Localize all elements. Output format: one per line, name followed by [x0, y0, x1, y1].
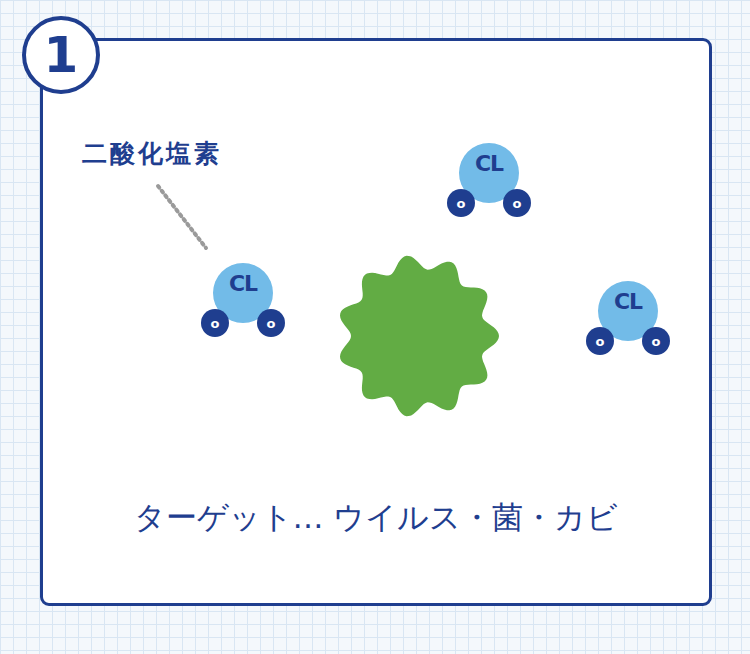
oxygen-atom: o — [447, 189, 475, 217]
atom-letter: o — [513, 197, 522, 210]
molecule-label: 二酸化塩素 — [82, 139, 222, 169]
frame-ground — [40, 38, 712, 606]
atom-letter: o — [596, 335, 605, 348]
atom-letter: o — [652, 335, 661, 348]
callout-number-text: 1 — [44, 30, 79, 80]
oxygen-atom: o — [503, 189, 531, 217]
oxygen-atom: o — [586, 327, 614, 355]
chlorine-dioxide-molecule: CLoo — [213, 263, 273, 323]
molecule-letters: CL — [614, 291, 642, 341]
molecule-letters: CL — [475, 153, 503, 203]
target-text: ターゲット… ウイルス・菌・カビ — [43, 499, 709, 536]
chlorine-dioxide-molecule: CLoo — [459, 143, 519, 203]
target-germ — [340, 256, 499, 416]
oxygen-atom: o — [257, 309, 285, 337]
leader-line — [158, 186, 206, 248]
callout-number: 1 — [22, 16, 100, 94]
oxygen-atom: o — [201, 309, 229, 337]
atom-letter: o — [211, 317, 220, 330]
atom-letter: o — [457, 197, 466, 210]
molecule-letters: CL — [229, 273, 257, 323]
diagram-frame: ターゲット… ウイルス・菌・カビCLooCLooCLoo — [40, 38, 712, 606]
atom-letter: o — [267, 317, 276, 330]
chlorine-dioxide-molecule: CLoo — [598, 281, 658, 341]
oxygen-atom: o — [642, 327, 670, 355]
